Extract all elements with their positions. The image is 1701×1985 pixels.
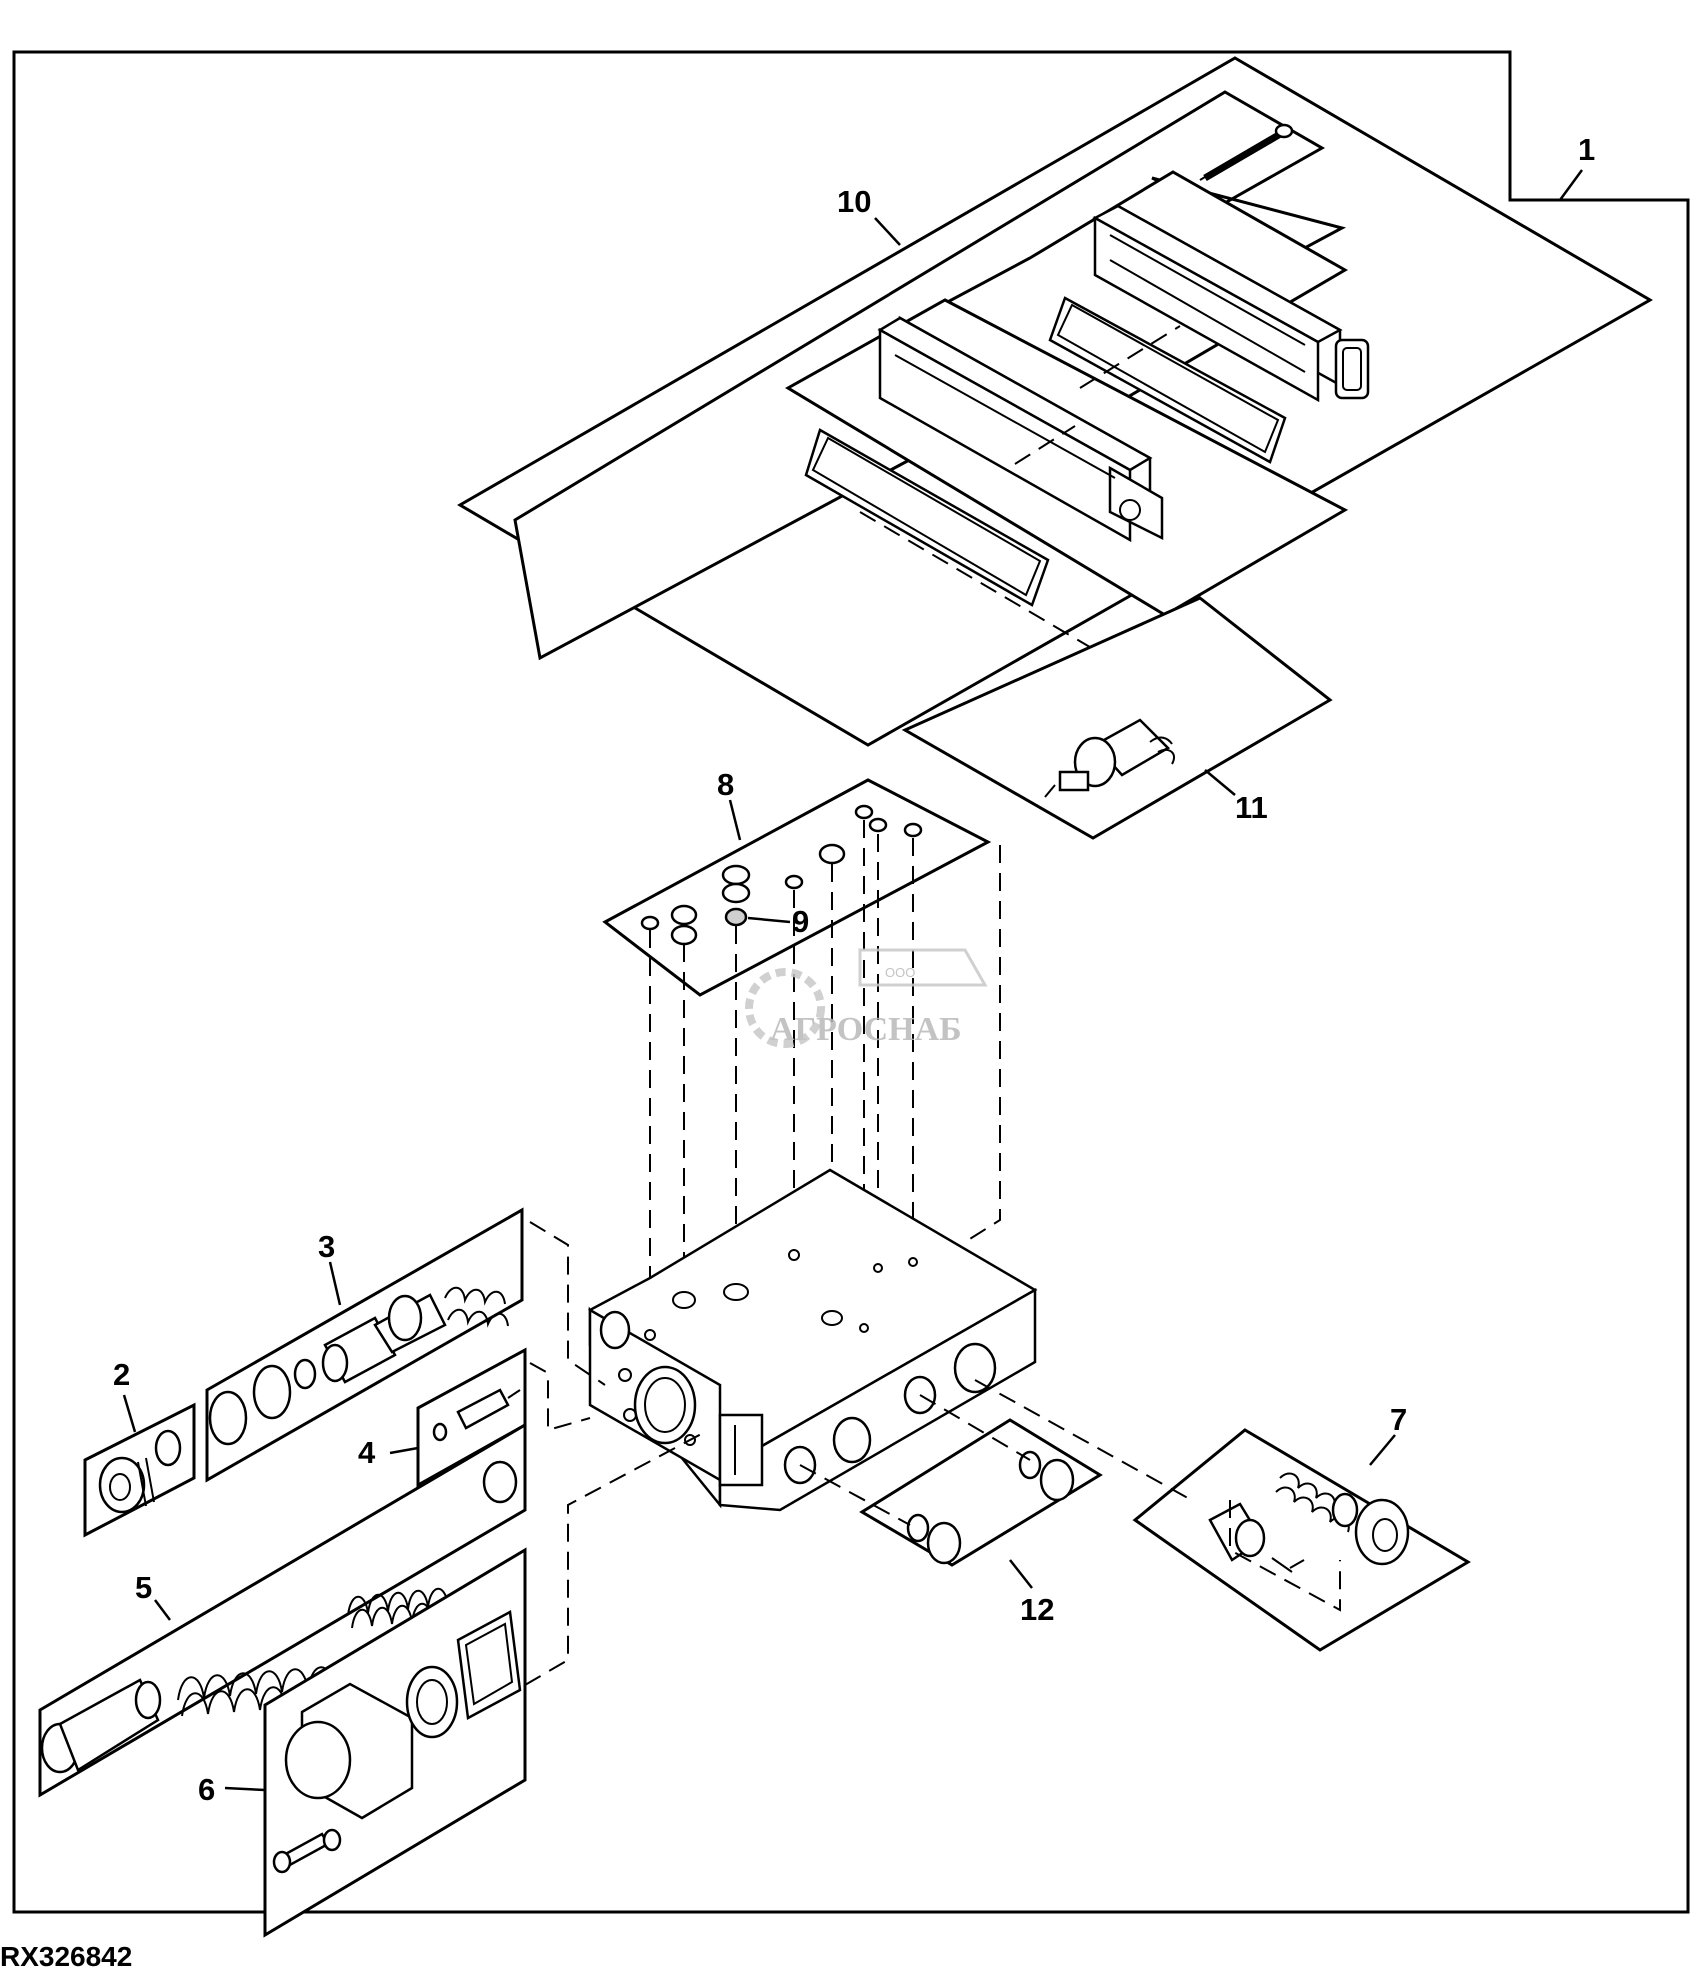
leader-6 [224, 1786, 266, 1792]
callout-4: 4 [358, 1435, 376, 1470]
group-12-orings [799, 1394, 1103, 1567]
solenoid-part [1044, 718, 1176, 798]
leader-7 [1369, 1434, 1396, 1466]
group-3-spool [205, 1207, 606, 1483]
leader-2 [122, 1394, 137, 1433]
lower-gasket-part [804, 428, 1050, 607]
group-8-orings [602, 778, 992, 1320]
bolt-part [1199, 123, 1294, 182]
callout-10: 10 [837, 184, 871, 219]
callout-3: 3 [318, 1229, 335, 1264]
watermark-prefix: ООО [885, 965, 915, 980]
middle-housing-part [877, 315, 1164, 543]
callout-12: 12 [1020, 1592, 1054, 1627]
leader-1 [1558, 169, 1584, 201]
leader-5 [154, 1599, 171, 1621]
group-6-cover [263, 1431, 706, 1938]
group-4-pin [416, 1347, 591, 1488]
leader-9 [747, 916, 791, 924]
callout-1: 1 [1578, 132, 1595, 167]
callout-9: 9 [792, 904, 809, 939]
group-11-solenoid [901, 596, 1333, 1243]
leader-8 [728, 799, 742, 841]
oring-pair [906, 1450, 1075, 1565]
group-2-plug [83, 1402, 196, 1538]
callout-5: 5 [135, 1570, 152, 1605]
oring-set [640, 804, 923, 946]
pin-part [432, 1388, 521, 1442]
callout-7: 7 [1390, 1402, 1407, 1437]
watermark-name: АГРОСНАБ [770, 1011, 962, 1048]
leader-4 [389, 1446, 419, 1455]
leader-10 [874, 217, 901, 246]
callout-6: 6 [198, 1772, 215, 1807]
leader-11 [1204, 769, 1236, 796]
group-7-check-valve [974, 1379, 1471, 1652]
leader-12 [1009, 1559, 1033, 1589]
callout-2: 2 [113, 1357, 130, 1392]
figure-reference-code: RX326842 [0, 1941, 132, 1972]
group-5-springs [38, 1422, 527, 1798]
check-valve-part [1208, 1472, 1410, 1573]
plug-part [98, 1429, 182, 1514]
group-10-housing [457, 56, 1654, 747]
callout-8: 8 [717, 767, 734, 802]
upper-gasket-part [1048, 296, 1287, 464]
spool-part [208, 1286, 509, 1446]
cover-part [272, 1610, 522, 1874]
leader-3 [328, 1261, 342, 1306]
assembly-frame [12, 50, 1690, 1914]
callout-11: 11 [1235, 790, 1268, 825]
upper-frame-part [1092, 203, 1370, 403]
watermark-logo: ООО АГРОСНАБ [745, 948, 988, 1048]
